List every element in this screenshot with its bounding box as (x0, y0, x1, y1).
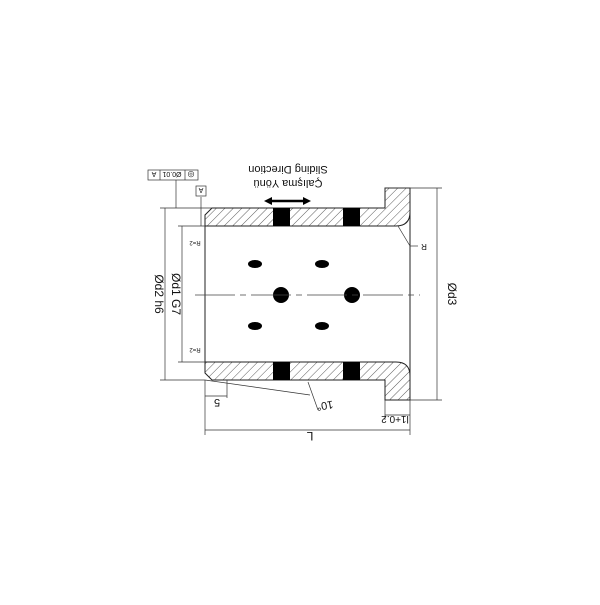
dim-l1: l1+0.2 (381, 413, 409, 424)
gdt-frame: A Ø0.01 ◎ (147, 169, 199, 181)
dim-d2: Ød2 h6 (152, 274, 166, 314)
dim-d1: Ød1 G7 (169, 273, 183, 315)
direction-label-en: Sliding Direction (248, 163, 327, 175)
dim-L: L (306, 429, 313, 443)
dim-5: 5 (214, 396, 220, 408)
insert-top-2 (343, 208, 360, 226)
radius-label: R (421, 242, 427, 251)
chamfer-label-top: R=2 (189, 239, 201, 245)
gdt-tolerance: Ø0.01 (162, 170, 181, 177)
gdt-datum: A (151, 170, 156, 177)
hole-small-1 (248, 260, 262, 268)
datum-box: A (195, 185, 207, 197)
insert-bottom-1 (273, 362, 290, 380)
arrow-head-left (264, 197, 272, 205)
insert-bottom-2 (343, 362, 360, 380)
hole-small-3 (248, 322, 262, 330)
hole-small-4 (315, 322, 329, 330)
hole-small-2 (315, 260, 329, 268)
gdt-concentricity-icon: ◎ (187, 170, 194, 179)
chamfer-label-bottom: R=2 (189, 346, 201, 352)
dim-angle: 10° (316, 398, 334, 413)
insert-top-1 (273, 208, 290, 226)
top-wall-section (204, 187, 411, 227)
arrow-head-right (303, 197, 311, 205)
direction-label-tr: Çalışma Yönü (254, 177, 323, 189)
svg-text:A: A (198, 186, 203, 193)
dim-d3: Ød3 (445, 283, 459, 306)
dimension-lines (160, 180, 442, 435)
